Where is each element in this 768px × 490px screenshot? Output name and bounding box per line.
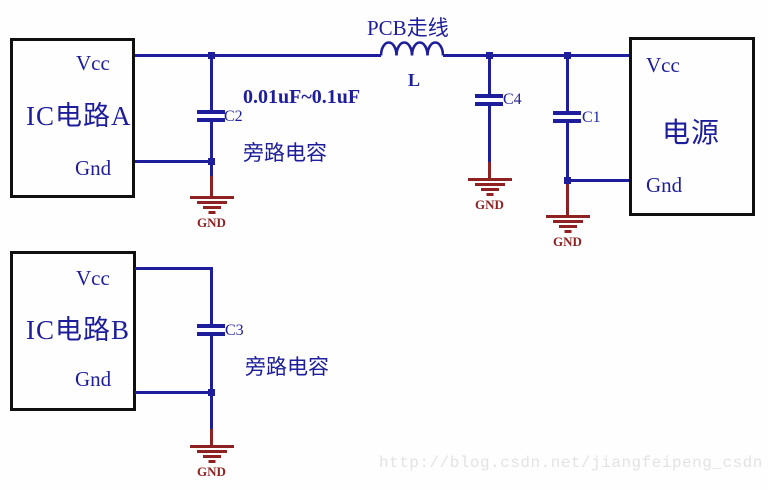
ground-bar	[552, 220, 583, 223]
inductor-name-label: L	[408, 70, 421, 90]
ic-a-title: IC电路A	[26, 101, 132, 131]
c4-lower-lead	[488, 106, 491, 162]
ic-block-b: Vcc IC电路B Gnd	[10, 251, 136, 411]
ground-bar	[564, 230, 571, 233]
ground-bar	[545, 215, 590, 218]
vcc-rail-right-segment	[443, 54, 629, 57]
ic-b-vcc-wire	[135, 267, 213, 270]
ground-bar	[196, 450, 227, 453]
c4-ground-lead-red	[488, 162, 491, 178]
c4-capacitor-bottom-plate	[475, 102, 503, 106]
ic-a-gnd-wire	[135, 160, 213, 163]
power-title: 电源	[662, 118, 721, 149]
c2-ground-lead-blue	[210, 163, 213, 176]
ground-bar	[202, 206, 221, 209]
ground-bar	[196, 201, 227, 204]
ground-label: GND	[197, 464, 226, 479]
junction-dot	[208, 158, 215, 165]
c2-upper-lead	[210, 54, 213, 110]
c3-capacitor-top-plate	[197, 324, 225, 328]
c3-lower-lead	[210, 336, 213, 393]
c3-upper-lead	[210, 267, 213, 324]
power-block: Vcc 电源 Gnd	[629, 37, 755, 216]
c3-name-label: C3	[225, 322, 244, 339]
ground-bar	[480, 188, 499, 191]
ground-label: GND	[197, 215, 226, 230]
pcb-trace-label: PCB走线	[367, 16, 449, 40]
power-gnd-wire	[566, 179, 629, 182]
ic-b-gnd-wire	[135, 391, 213, 394]
c1-capacitor-top-plate	[553, 111, 581, 115]
c1-lower-lead	[566, 123, 569, 181]
ground-symbol-c1: GND	[545, 215, 590, 249]
c3-capacitor-bottom-plate	[197, 332, 225, 336]
ic-b-title: IC电路B	[26, 315, 131, 345]
junction-dot	[564, 52, 571, 59]
ground-label: GND	[475, 197, 504, 212]
c2-capacitor-bottom-plate	[197, 118, 225, 122]
c4-name-label: C4	[503, 91, 522, 108]
junction-dot	[208, 389, 215, 396]
power-vcc-pin-label: Vcc	[646, 53, 680, 77]
ground-bar	[486, 193, 493, 196]
ground-symbol-c3: GND	[189, 445, 234, 479]
ic-a-gnd-pin-label: Gnd	[75, 156, 112, 180]
ic-b-vcc-pin-label: Vcc	[76, 266, 110, 290]
inductor-symbol	[380, 41, 444, 56]
ic-b-gnd-pin-label: Gnd	[75, 367, 112, 391]
c3-ground-lead-red	[210, 429, 213, 445]
ground-bar	[208, 460, 215, 463]
watermark-url: http://blog.csdn.net/jiangfeipeng_csdn	[379, 454, 763, 472]
bypass-capacitor-label-top: 旁路电容	[243, 141, 327, 165]
c1-name-label: C1	[582, 109, 601, 126]
ground-symbol-c4: GND	[467, 178, 512, 212]
ground-symbol-c2: GND	[189, 196, 234, 230]
c2-name-label: C2	[224, 108, 243, 125]
c4-upper-lead	[488, 54, 491, 94]
c2-ground-lead-red	[210, 176, 213, 196]
ground-bar	[558, 225, 577, 228]
c4-capacitor-top-plate	[475, 94, 503, 98]
ic-block-a: Vcc IC电路A Gnd	[10, 38, 135, 198]
junction-dot	[486, 52, 493, 59]
c3-ground-lead-blue	[210, 393, 213, 429]
ground-bar	[189, 445, 234, 448]
junction-dot	[208, 52, 215, 59]
c2-lower-lead	[210, 122, 213, 163]
capacitor-value-range-label: 0.01uF~0.1uF	[243, 86, 361, 108]
ground-bar	[474, 183, 505, 186]
power-gnd-pin-label: Gnd	[646, 173, 683, 197]
bypass-capacitor-label-bottom: 旁路电容	[245, 355, 329, 379]
ground-bar	[189, 196, 234, 199]
c2-capacitor-top-plate	[197, 110, 225, 114]
ground-label: GND	[553, 234, 582, 249]
ground-bar	[467, 178, 512, 181]
ground-bar	[202, 455, 221, 458]
ic-a-vcc-pin-label: Vcc	[76, 51, 110, 75]
ground-bar	[208, 211, 215, 214]
c1-upper-lead	[566, 54, 569, 111]
junction-dot	[564, 177, 571, 184]
c1-capacitor-bottom-plate	[553, 119, 581, 123]
vcc-rail-left-segment	[135, 54, 381, 57]
c1-ground-lead-red	[566, 181, 569, 215]
